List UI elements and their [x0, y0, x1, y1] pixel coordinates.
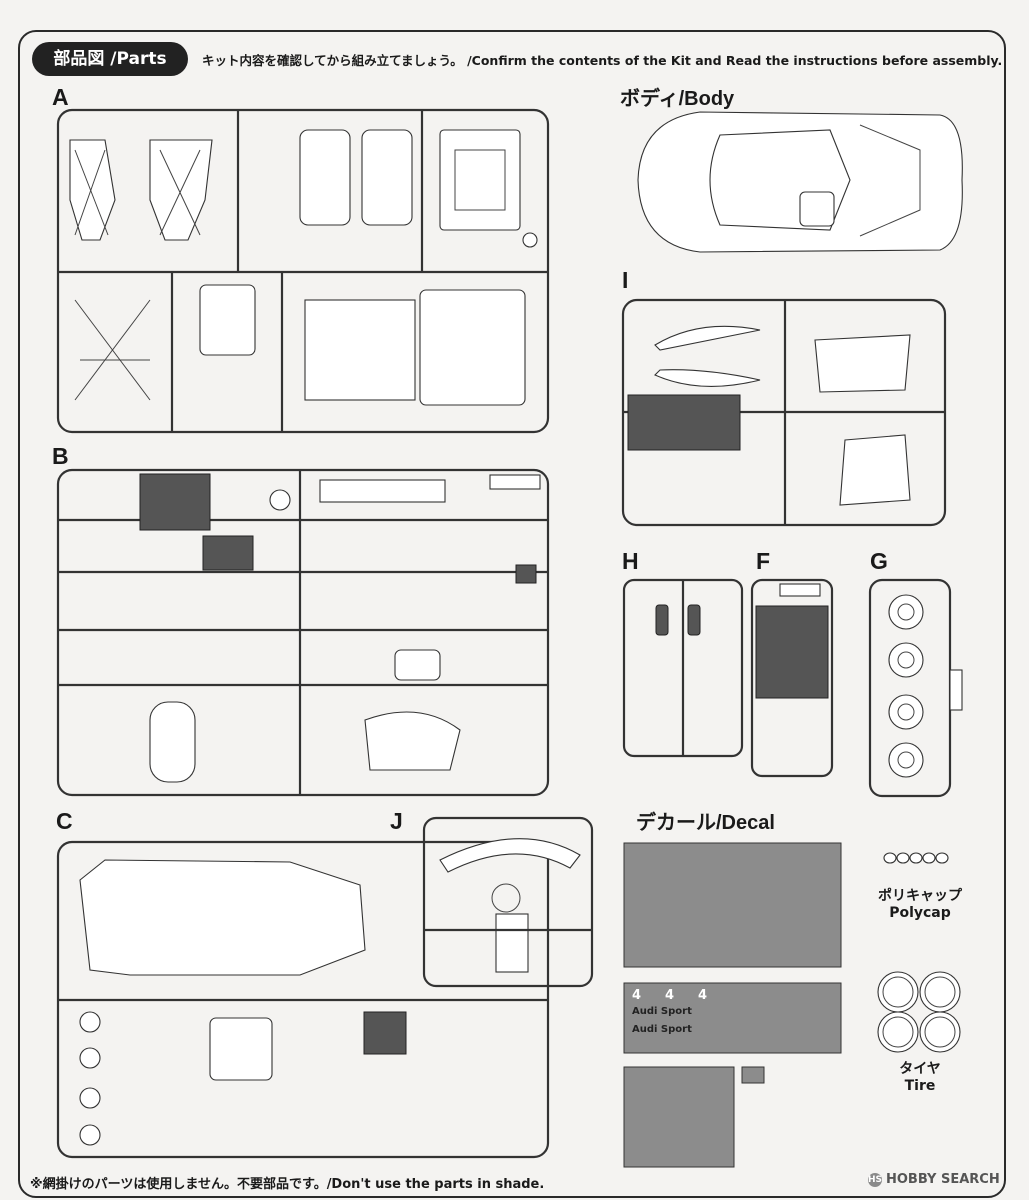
- sprue-g: [868, 578, 963, 798]
- polycaps: [883, 852, 949, 864]
- parts-title-pill: 部品図 /Parts: [32, 42, 188, 76]
- tire-label-en: Tire: [904, 1078, 936, 1094]
- decal-sponsor-text-2: Audi Sport: [632, 1024, 692, 1035]
- decal-number-3: 4: [698, 988, 708, 1003]
- sprue-letter-g: G: [870, 548, 888, 574]
- decal-sheets: [623, 842, 842, 1168]
- sprue-f: [750, 578, 834, 778]
- sprue-letter-i: I: [622, 267, 629, 293]
- decal-heading: デカール/Decal: [636, 812, 775, 834]
- shade-note: ※網掛けのパーツは使用しません。不要部品です。/Don't use the pa…: [30, 1177, 545, 1192]
- decal-number-1: 4: [632, 988, 642, 1003]
- polycap-label-en: Polycap: [889, 905, 951, 921]
- decal-sponsor-text-1: Audi Sport: [632, 1006, 692, 1017]
- watermark-text: HOBBY SEARCH: [886, 1172, 1000, 1187]
- body-top-view: [637, 111, 963, 253]
- tire-label-jp: タイヤ: [899, 1061, 941, 1077]
- sprue-b: [56, 468, 550, 797]
- sprue-a: [56, 108, 550, 434]
- sprue-letter-j: J: [390, 808, 403, 834]
- decal-number-2: 4: [665, 988, 675, 1003]
- tires: [877, 971, 961, 1053]
- sprue-j: [422, 816, 594, 988]
- page-frame: [18, 30, 1006, 1198]
- sprue-letter-a: A: [52, 84, 69, 110]
- kit-instruction: キット内容を確認してから組み立てましょう。 /Confirm the conte…: [202, 53, 1003, 68]
- sprue-c: [56, 840, 550, 1159]
- sprue-letter-c: C: [56, 808, 73, 834]
- sprue-letter-b: B: [52, 443, 69, 469]
- hobby-search-logo-icon: HS: [868, 1173, 883, 1187]
- sprue-i: [621, 298, 947, 527]
- sprue-letter-f: F: [756, 548, 771, 574]
- sprue-letter-h: H: [622, 548, 639, 574]
- body-heading: ボディ/Body: [620, 88, 735, 110]
- polycap-label-jp: ポリキャップ: [878, 888, 962, 904]
- sprue-h: [622, 578, 744, 758]
